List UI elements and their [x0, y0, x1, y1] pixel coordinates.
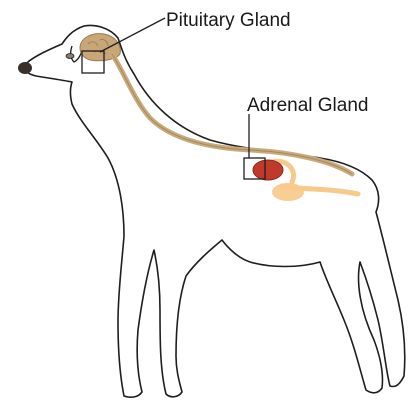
adrenal-gland [253, 160, 283, 180]
nose [18, 62, 32, 74]
pituitary-label: Pituitary Gland [166, 10, 291, 31]
dog-outline [24, 26, 405, 398]
adrenal-label: Adrenal Gland [247, 95, 368, 116]
kidney [272, 183, 304, 201]
eye [66, 54, 74, 59]
